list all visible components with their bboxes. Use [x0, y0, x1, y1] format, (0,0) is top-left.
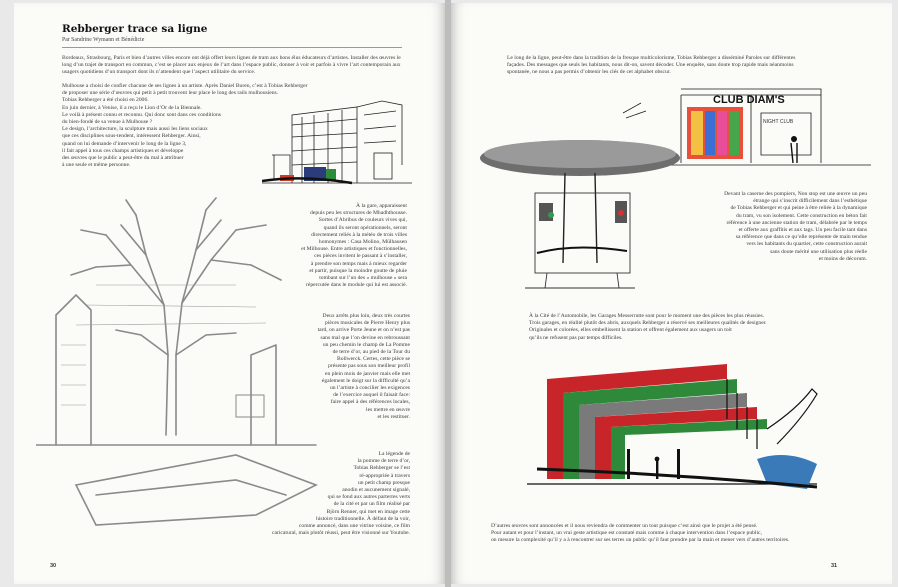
- column-a: Mulhouse a choisi de confier chacune de …: [62, 83, 312, 169]
- column-a-line: Tobias Rehberger a été choisi en 2006.: [62, 97, 149, 104]
- column-b-line: Sortes d’Abribus de couleurs vives qui,: [318, 217, 407, 224]
- right-middle-paragraph: Devant la caserne des pompiers, Non stop…: [691, 191, 867, 263]
- column-d-line: la pomme de terre d’or,: [357, 458, 410, 465]
- right-bottom-paragraph: D’autres œuvres sont annoncées et il nou…: [491, 523, 871, 545]
- right-page: Le long de la ligne, peut-être dans la t…: [451, 3, 892, 584]
- right-middle-line: et moins de décorum.: [818, 255, 867, 262]
- right-lower-line: À la Cité de l’Automobile, les Garages M…: [529, 313, 765, 319]
- left-page: Rebberger trace sa ligne Par Sandrine Wy…: [14, 3, 445, 584]
- garages-sketch: [527, 364, 818, 489]
- column-c-line: Bollwerck. Certes, cette pièce se: [337, 356, 410, 363]
- right-middle-line: vers les habitants du quartier, cette co…: [746, 241, 867, 248]
- column-c-line: pièces musicales de Pierre Henry plus: [325, 320, 410, 327]
- right-middle-line: et offerte aux graffitis et aux tags. Un…: [738, 227, 867, 234]
- column-c: Deux arrêts plus loin, deux très courtes…: [270, 313, 410, 421]
- right-middle-line: référence à une ancienne station de tram…: [726, 219, 867, 226]
- column-b-line: à prendre son temps mais à mieux regarde…: [310, 260, 407, 267]
- column-d-line: anodin et aucunement signalé,: [342, 487, 410, 494]
- column-b-line: tombant sur l’un des « mulhouse » sera: [319, 275, 407, 282]
- right-middle-line: sa référence que dans ce qu’elle représe…: [735, 234, 867, 241]
- right-bottom-line: on mesure la complexité qu’il y a à renc…: [491, 537, 790, 544]
- column-b-line: et Milhouse. Entre artistiques et foncti…: [301, 246, 407, 253]
- page-number-left: 30: [50, 563, 57, 569]
- page-number-right: 31: [831, 563, 838, 569]
- column-d-line: un petit champ presque: [357, 479, 410, 486]
- article-byline: Par Sandrine Wymann et Bénédicte: [62, 37, 145, 43]
- column-c-line: présente pas sous son meilleur profil: [328, 363, 410, 370]
- column-a-line: Le design, l’architecture, la sculpture …: [62, 126, 208, 133]
- column-b-line: quand ils seront opérationnels, seront: [323, 224, 407, 231]
- column-c-line: tard, on arrive Porte Jeune et on n’est …: [317, 327, 410, 334]
- right-lower-line: qu’ils ne refusent pas par temps diffici…: [529, 334, 623, 341]
- right-lower-paragraph: À la Cité de l’Automobile, les Garages M…: [529, 313, 869, 342]
- column-d-line: Björn Renner, qui met en image cette: [326, 508, 411, 515]
- column-b: À la gare, apparaissent depuis peu les s…: [272, 203, 407, 289]
- shop-sign-text: NIGHT CLUB: [763, 119, 794, 125]
- right-top-line: façades. Des messages que seuls les habi…: [507, 62, 794, 69]
- column-a-line: que ces disciplines sous-tendent, intére…: [62, 133, 201, 140]
- column-d-line: Tobias Rehberger se l’est: [353, 465, 410, 472]
- column-a-line: du bien-fondé de sa venue à Mulhouse ?: [62, 119, 153, 126]
- column-b-line: répercutée dans le module qui lui est as…: [306, 282, 407, 289]
- column-c-line: de l’exercice auquel il faisait face:: [333, 392, 410, 399]
- column-b-line: directement reliés à la météo de trois v…: [311, 231, 407, 238]
- right-top-line: spontanée, ne nous a pas permis d’obteni…: [507, 69, 671, 76]
- column-d: La légende de la pomme de terre d’or, To…: [214, 451, 410, 537]
- club-sign-text: CLUB DIAM'S: [713, 94, 785, 106]
- right-bottom-line: D’autres œuvres sont annoncées et il nou…: [491, 523, 758, 529]
- article-title: Rebberger trace sa ligne: [62, 23, 208, 35]
- right-middle-line: sans doute mérité une utilisation plus r…: [770, 248, 867, 255]
- tree-sketch: [36, 197, 318, 526]
- column-d-line: de la cité et par un film réalisé par: [333, 501, 410, 508]
- column-c-line: Deux arrêts plus loin, deux très courtes: [322, 313, 410, 319]
- column-b-line: homonymes : Casa Molino, Mülhausen: [318, 239, 407, 246]
- book-gutter: [445, 0, 451, 587]
- column-a-line: à une seule et même personne.: [62, 162, 131, 169]
- column-d-line: La légende de: [378, 451, 410, 457]
- column-c-line: sans mal que l’on devine en rebroussant: [320, 334, 410, 341]
- right-lower-line: Trois garages, en réalité plutôt des abr…: [529, 320, 767, 327]
- column-a-line: En juin dernier, à Venise, il a reçu le …: [62, 104, 202, 111]
- column-b-line: À la gare, apparaissent: [356, 203, 407, 209]
- column-b-line: depuis peu les structures de Mhadhthouss…: [310, 210, 407, 217]
- column-a-line: Le voilà à présent connu et reconnu. Qui…: [62, 111, 221, 118]
- column-b-line: et partir, puisque la moindre goutte de …: [309, 267, 407, 274]
- column-c-line: les mettre en œuvre: [366, 406, 410, 413]
- column-d-line: qui se fond aux autres parterres verts: [327, 494, 410, 501]
- column-d-line: histoire traditionnelle. À défaut de la …: [316, 515, 410, 522]
- column-a-line: des œuvres que le public a peut-être du …: [62, 155, 184, 162]
- column-c-line: en plein mois de janvier mais elle met: [325, 370, 410, 377]
- title-divider: [62, 47, 402, 48]
- column-a-line: Mulhouse a choisi de confier chacune de …: [62, 83, 308, 89]
- column-d-line: caricatural, mais plutôt réussi, peut êt…: [272, 530, 410, 537]
- column-b-line: ces pièces invitent le passant à s’insta…: [314, 253, 407, 260]
- column-c-line: également le doigt sur la difficulté qu’…: [321, 377, 410, 384]
- column-c-line: de terre d’or, au pied de la Tour du: [332, 349, 410, 356]
- column-a-line: de proposer une série d’œuvres qui petit…: [62, 90, 279, 97]
- right-top-paragraph: Le long de la ligne, peut-être dans la t…: [507, 55, 867, 77]
- column-c-line: et les restituer.: [377, 413, 410, 420]
- column-c-line: faire appel à des références locales,: [330, 399, 410, 406]
- right-middle-line: Devant la caserne des pompiers, Non stop…: [724, 191, 867, 197]
- column-a-line: quand on lui demande d’intervenir le lon…: [62, 140, 187, 147]
- column-d-line: comme annoncé, dans une vitrine voisine,…: [298, 523, 410, 530]
- column-d-line: ré-appropriée à travers: [359, 472, 410, 479]
- building-sketch: [262, 100, 412, 185]
- column-c-line: un peu chemin le champ de La Pomme: [322, 341, 410, 348]
- right-middle-line: étrange qui s’inscrit difficilement dans…: [753, 198, 867, 205]
- intro-paragraph: Bordeaux, Strasbourg, Paris et bien d’au…: [62, 55, 412, 77]
- intro-text: Bordeaux, Strasbourg, Paris et bien d’au…: [62, 55, 401, 76]
- right-top-line: Le long de la ligne, peut-être dans la t…: [507, 55, 796, 61]
- right-bottom-line: Pour autant et pour l’instant, un vrai g…: [491, 530, 762, 537]
- column-c-line: un l’artiste à concilier les exigences: [330, 385, 410, 392]
- column-a-line: il fait appel à tous ces champs artistiq…: [62, 147, 184, 154]
- club-diams-sketch: CLUB DIAM'S NIGHT CLUB: [621, 88, 871, 166]
- right-middle-line: de Tobias Rehberger et qui peine à être …: [730, 205, 867, 212]
- right-middle-line: du tram, vu son isolement. Cette constru…: [736, 212, 867, 219]
- tram-shelter-sketch: [480, 140, 680, 289]
- right-lower-line: Originales et colorées, elles embellisse…: [529, 327, 732, 334]
